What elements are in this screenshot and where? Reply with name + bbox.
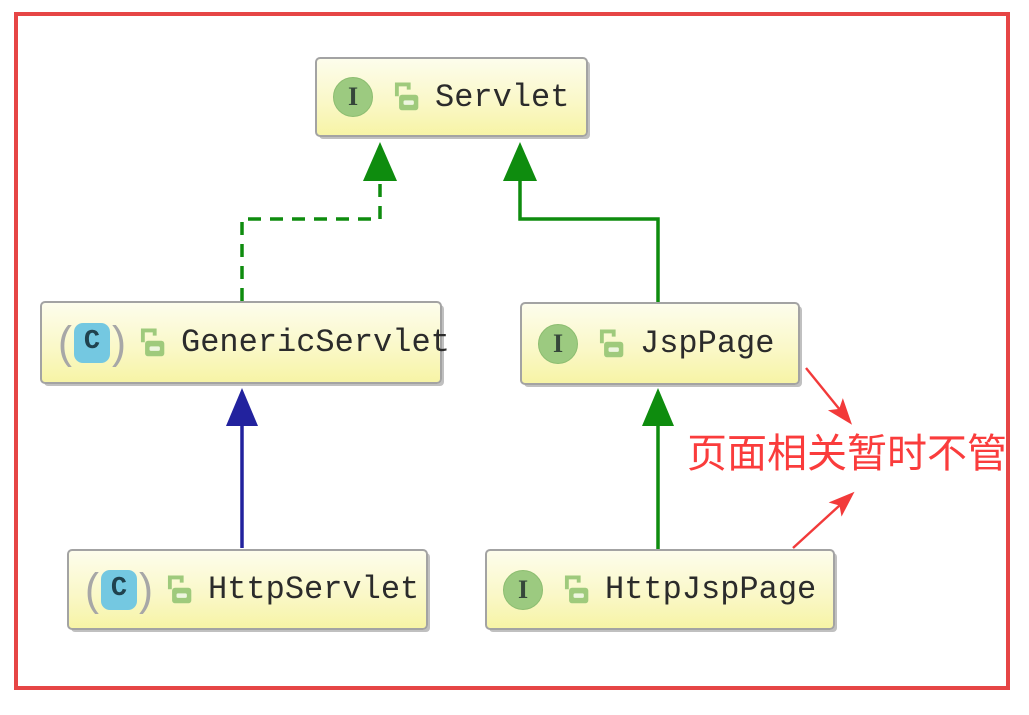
unlock-icon: [595, 327, 625, 361]
node-jsppage[interactable]: I JspPage: [520, 302, 800, 385]
node-httpservlet[interactable]: ( C ) HttpServlet: [67, 549, 428, 630]
node-label: JspPage: [640, 325, 775, 362]
unlock-icon: [163, 573, 193, 607]
unlock-icon: [390, 80, 420, 114]
node-servlet[interactable]: I Servlet: [315, 57, 588, 137]
edge-jsppage-extends-servlet: [503, 142, 660, 303]
edge-httpjsppage-extends-jsppage: [642, 388, 674, 549]
abstract-class-icon: ( C ): [85, 564, 153, 614]
node-label: Servlet: [435, 78, 570, 116]
edge-httpservlet-extends-genericservlet: [226, 388, 258, 548]
node-label: HttpJspPage: [605, 571, 817, 608]
node-label: GenericServlet: [181, 324, 450, 361]
unlock-icon: [136, 326, 166, 360]
interface-icon: I: [538, 323, 578, 364]
abstract-class-icon: ( C ): [58, 317, 126, 367]
node-label: HttpServlet: [208, 571, 420, 608]
node-httpjsppage[interactable]: I HttpJspPage: [485, 549, 835, 630]
callout-arrow-httpjsppage: [792, 491, 855, 549]
unlock-icon: [560, 573, 590, 607]
callout-arrow-jsppage: [805, 367, 853, 425]
interface-icon: I: [333, 77, 373, 117]
interface-icon: I: [503, 569, 543, 610]
edge-genericservlet-implements-servlet: [240, 142, 397, 301]
node-genericservlet[interactable]: ( C ) GenericServlet: [40, 301, 450, 384]
annotation-note: 页面相关暂时不管: [687, 431, 1007, 477]
